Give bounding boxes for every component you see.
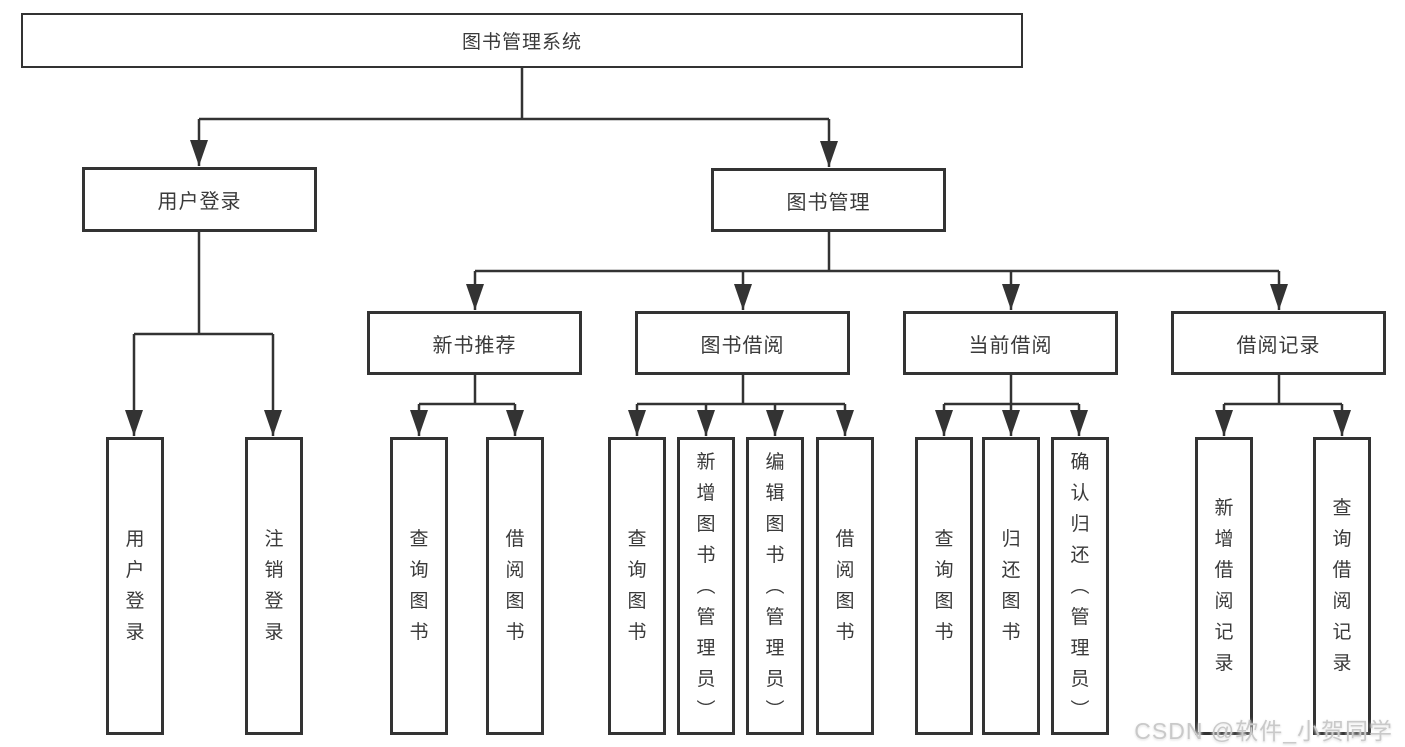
node-library-management-system: 图书管理系统: [21, 13, 1023, 68]
leaf-logout-login: 注销登录: [245, 437, 303, 735]
node-user-login: 用户登录: [82, 167, 317, 232]
leaf-cb-return-books: 归还图书: [982, 437, 1040, 735]
node-book-management: 图书管理: [711, 168, 946, 232]
leaf-cb-confirm-return-admin: 确认归还︵管理员︶: [1051, 437, 1109, 735]
edges-root: [190, 68, 838, 167]
leaf-nb-borrow-books: 借阅图书: [486, 437, 544, 735]
leaf-br-query-borrow-record: 查询借阅记录: [1313, 437, 1371, 735]
leaf-bb-borrow-books: 借阅图书: [816, 437, 874, 735]
leaf-bb-query-books: 查询图书: [608, 437, 666, 735]
watermark: CSDN @软件_小贺同学: [1134, 718, 1393, 744]
edges-book-borrow: [628, 375, 854, 436]
node-current-borrow: 当前借阅: [903, 311, 1118, 375]
node-book-borrow: 图书借阅: [635, 311, 850, 375]
leaf-nb-query-books: 查询图书: [390, 437, 448, 735]
leaf-bb-edit-books-admin: 编辑图书︵管理员︶: [746, 437, 804, 735]
edges-current-borrow: [935, 375, 1088, 436]
leaf-bb-add-books-admin: 新增图书︵管理员︶: [677, 437, 735, 735]
node-borrow-records: 借阅记录: [1171, 311, 1386, 375]
leaf-br-add-borrow-record: 新增借阅记录: [1195, 437, 1253, 735]
leaf-cb-query-books: 查询图书: [915, 437, 973, 735]
leaf-user-login: 用户登录: [106, 437, 164, 735]
edges-new-book-recommend: [410, 375, 524, 436]
node-new-book-recommend: 新书推荐: [367, 311, 582, 375]
edges-borrow-records: [1215, 375, 1351, 436]
edges-user-login: [125, 232, 282, 436]
edges-book-management: [466, 232, 1288, 310]
